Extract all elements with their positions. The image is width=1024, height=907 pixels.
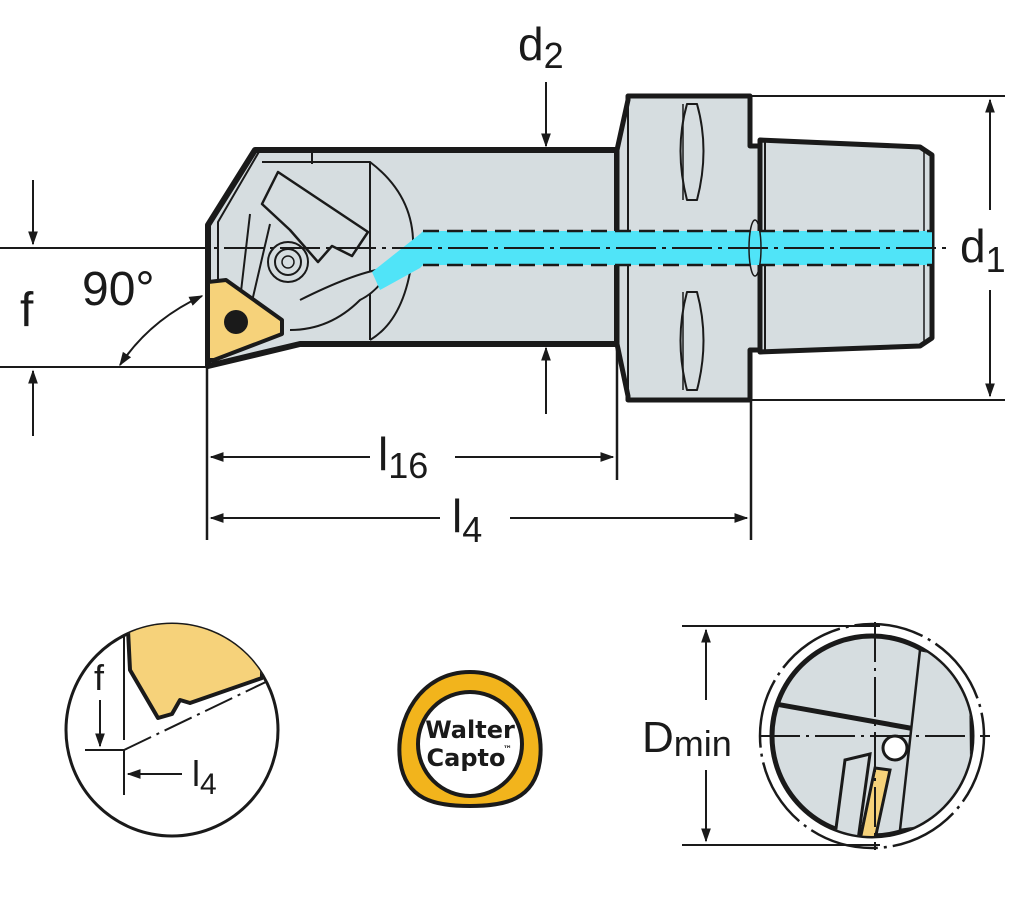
label-dmin: Dmin [642, 713, 732, 764]
end-view: Dmin [642, 622, 990, 850]
label-d1: d1 [960, 220, 1006, 280]
clamp-screw [267, 241, 309, 283]
logo-line2: Capto [427, 744, 506, 772]
label-f: f [20, 284, 34, 337]
logo-line1: Walter [425, 716, 515, 744]
detail-label-f: f [94, 657, 105, 698]
detail-label-l4: l4 [192, 753, 217, 801]
insert-screw [224, 310, 248, 334]
label-angle: 90° [82, 263, 155, 316]
label-d2: d2 [518, 18, 564, 76]
drive-slot-bottom [679, 291, 705, 391]
label-l4: l4 [452, 490, 482, 550]
dimensions [0, 82, 1005, 540]
logo-tm: ™ [503, 745, 512, 755]
detail-view: f l4 [64, 622, 280, 838]
clamp [260, 170, 370, 264]
drive-slot-top [679, 103, 705, 201]
label-l16: l16 [378, 428, 428, 486]
angle-arc [119, 295, 204, 367]
walter-capto-logo: Walter Capto ™ [397, 669, 543, 809]
coolant-channel [0, 219, 950, 290]
